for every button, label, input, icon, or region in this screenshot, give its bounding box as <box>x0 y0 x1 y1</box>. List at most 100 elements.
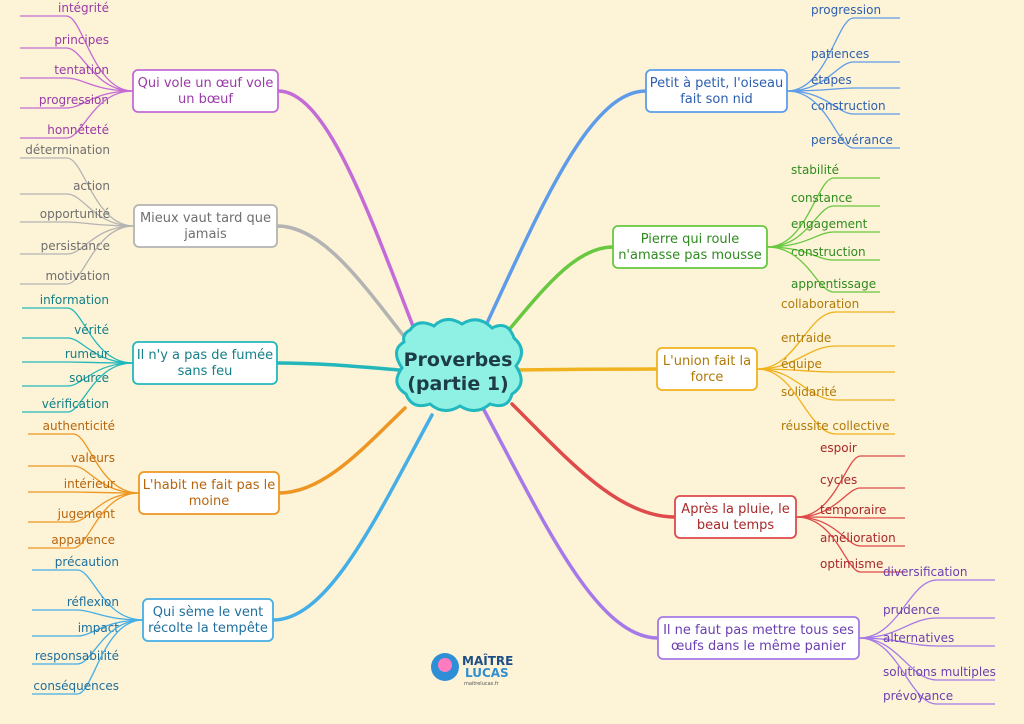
leaf-label: action <box>73 179 110 193</box>
leaf-label: rumeur <box>65 347 109 361</box>
leaf-line <box>766 205 880 248</box>
leaf-label: stabilité <box>791 163 839 177</box>
center-title-line2: (partie 1) <box>407 373 508 395</box>
leaf-line <box>756 368 895 373</box>
branch-label-line: Petit à petit, l'oiseau <box>650 76 783 91</box>
leaf-line <box>20 157 135 227</box>
branch-connector-b4 <box>277 406 407 495</box>
branch-box <box>133 204 278 248</box>
leaf-label: étapes <box>811 73 852 87</box>
leaf-line <box>28 492 140 549</box>
leaf-label: intégrité <box>58 1 109 15</box>
leaf-line <box>786 61 900 92</box>
leaf-line <box>766 246 880 293</box>
leaf-line <box>22 307 134 364</box>
branch-label-line: Pierre qui roule <box>641 232 740 247</box>
leaf-line <box>20 225 135 285</box>
branch-box <box>657 616 860 660</box>
leaf-label: authenticité <box>43 419 115 433</box>
leaf-label: opportunité <box>40 207 110 221</box>
branch-label-line: force <box>691 370 724 385</box>
leaf-label: patiences <box>811 47 869 61</box>
center-title-line1: Proverbes <box>404 349 513 371</box>
leaf-line <box>32 619 144 695</box>
leaf-line <box>28 433 140 494</box>
leaf-label: valeurs <box>71 451 115 465</box>
leaf-line <box>22 361 134 364</box>
leaf-label: cycles <box>820 473 857 487</box>
leaf-label: engagement <box>791 217 868 231</box>
maitre-lucas-logo: MAÎTRE LUCAS maitrelucas.fr <box>431 653 513 687</box>
branch-connectors <box>271 89 677 640</box>
branch-box <box>138 471 280 515</box>
branch-label-line: Il n'y a pas de fumée <box>137 348 273 363</box>
leaf-line <box>756 311 895 370</box>
leaf-line <box>786 87 900 92</box>
leaf-label: précaution <box>55 555 119 569</box>
branch-box <box>132 341 278 385</box>
leaf-line <box>858 579 995 639</box>
leaf-label: tentation <box>54 63 109 77</box>
leaf-line <box>795 487 905 518</box>
leaf-line <box>20 225 135 255</box>
leaf-label: principes <box>54 33 109 47</box>
leaf-label: réflexion <box>67 595 119 609</box>
branch-label-line: œufs dans le même panier <box>671 639 847 654</box>
leaf-line <box>858 637 995 647</box>
leaf-label: conséquences <box>33 679 119 693</box>
leaf-line <box>20 90 134 109</box>
leaf-line <box>20 193 135 227</box>
branch-label-line: Qui sème le vent <box>153 605 264 620</box>
logo-line1: MAÎTRE <box>462 653 513 668</box>
branch-label-line: un bœuf <box>178 92 233 107</box>
leaf-label: détermination <box>25 143 110 157</box>
leaf-label: solidarité <box>781 385 837 399</box>
leaf-line <box>22 362 134 413</box>
branch-label-line: Après la pluie, le <box>681 502 789 517</box>
leaf-line <box>766 246 880 261</box>
leaf-label: temporaire <box>820 503 886 517</box>
leaf-label: persévérance <box>811 133 893 147</box>
leaf-line <box>20 77 134 92</box>
leaf-label: prévoyance <box>883 689 953 703</box>
leaf-line <box>786 90 900 149</box>
leaf-label: diversification <box>883 565 967 579</box>
leaf-line <box>20 90 134 139</box>
leaf-label: construction <box>811 99 886 113</box>
leaf-label: vérité <box>74 323 109 337</box>
branch-label-line: n'amasse pas mousse <box>618 248 762 263</box>
leaf-label: construction <box>791 245 866 259</box>
leaf-label: apparence <box>51 533 115 547</box>
branch-box <box>142 598 274 642</box>
leaf-line <box>795 516 905 547</box>
leaf-label: vérification <box>42 397 109 411</box>
leaf-label: amélioration <box>820 531 896 545</box>
leaf-line <box>20 15 134 92</box>
branch-box <box>132 69 279 113</box>
leaf-line <box>766 231 880 248</box>
leaf-line <box>28 465 140 494</box>
leaf-label: constance <box>791 191 852 205</box>
leaf-line <box>28 492 140 523</box>
branch-label-line: moine <box>189 494 229 509</box>
branch-connector-b6 <box>478 89 648 340</box>
leaf-line <box>786 90 900 115</box>
leaf-label: espoir <box>820 441 857 455</box>
leaf-label: entraide <box>781 331 831 345</box>
leaf-line <box>756 368 895 435</box>
branch-label-line: sans feu <box>178 364 233 379</box>
leaf-label: alternatives <box>883 631 954 645</box>
leaf-line <box>786 17 900 92</box>
center-cloud <box>395 318 523 412</box>
leaf-label: jugement <box>57 507 116 521</box>
leaf-label: information <box>40 293 109 307</box>
leaf-line <box>756 368 895 401</box>
branch-connector-b9 <box>510 402 677 519</box>
branch-connector-b3 <box>275 361 402 372</box>
